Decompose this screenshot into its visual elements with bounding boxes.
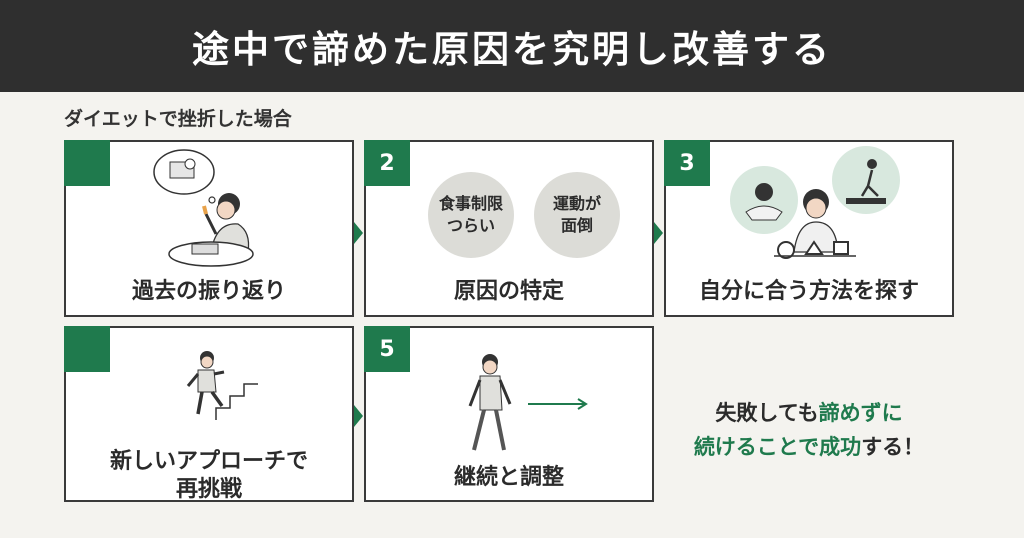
closing-message-line1-plain: 失敗しても xyxy=(715,401,819,425)
step-label-5: 継続と調整 xyxy=(453,465,564,490)
step-card-2: 2 食事制限 つらい 運動が 面倒 原因の特定 xyxy=(364,140,654,317)
step-label-2: 原因の特定 xyxy=(453,279,564,304)
walking-person-illustration xyxy=(468,354,588,451)
cause-bubble-exercise-line1: 運動が xyxy=(552,194,601,213)
step-label-3: 自分に合う方法を探す xyxy=(698,279,919,304)
step-label-1: 過去の振り返り xyxy=(131,279,286,304)
cause-bubble-exercise: 運動が 面倒 xyxy=(534,172,620,258)
step-card-3: 3 自分に合う方法を探す xyxy=(664,140,954,317)
step-card-5: 5 継続と調整 xyxy=(364,326,654,502)
closing-message: 失敗しても諦めずに 続けることで成功する！ xyxy=(664,396,954,464)
arrow-2-to-3 xyxy=(654,222,663,244)
step-number-3: 3 xyxy=(664,140,710,186)
cause-bubble-exercise-line2: 面倒 xyxy=(560,216,593,235)
arrow-1-to-2 xyxy=(354,222,363,244)
closing-message-line2-plain: する！ xyxy=(861,435,925,459)
step-number-5: 5 xyxy=(364,326,410,372)
step-label-4-line2: 再挑戦 xyxy=(175,477,242,502)
step-card-1: 過去の振り返り xyxy=(64,140,354,317)
cause-bubble-diet: 食事制限 つらい xyxy=(428,172,514,258)
section-subtitle: ダイエットで挫折した場合 xyxy=(64,108,292,130)
step-label-4-line1: 新しいアプローチで xyxy=(109,449,308,474)
header-banner: 途中で諦めた原因を究明し改善する xyxy=(0,0,1024,92)
climbing-stairs-illustration xyxy=(186,351,258,420)
reflecting-person-illustration xyxy=(153,149,254,267)
closing-message-line1: 失敗しても諦めずに xyxy=(664,396,954,430)
step-number-4 xyxy=(64,326,110,372)
step-label-4: 新しいアプローチで 再挑戦 xyxy=(66,448,352,504)
closing-message-line2-accent: 続けることで成功 xyxy=(693,435,862,459)
closing-message-line1-accent: 諦めずに xyxy=(818,401,903,425)
step-number-1 xyxy=(64,140,110,186)
thinking-options-illustration xyxy=(730,146,900,259)
step-card-4: 新しいアプローチで 再挑戦 xyxy=(64,326,354,502)
cause-bubble-diet-line1: 食事制限 xyxy=(438,194,503,213)
page-title: 途中で諦めた原因を究明し改善する xyxy=(192,28,832,71)
cause-bubble-diet-line2: つらい xyxy=(446,216,495,235)
arrow-4-to-5 xyxy=(354,405,363,427)
closing-message-line2: 続けることで成功する！ xyxy=(664,430,954,464)
step-number-2: 2 xyxy=(364,140,410,186)
